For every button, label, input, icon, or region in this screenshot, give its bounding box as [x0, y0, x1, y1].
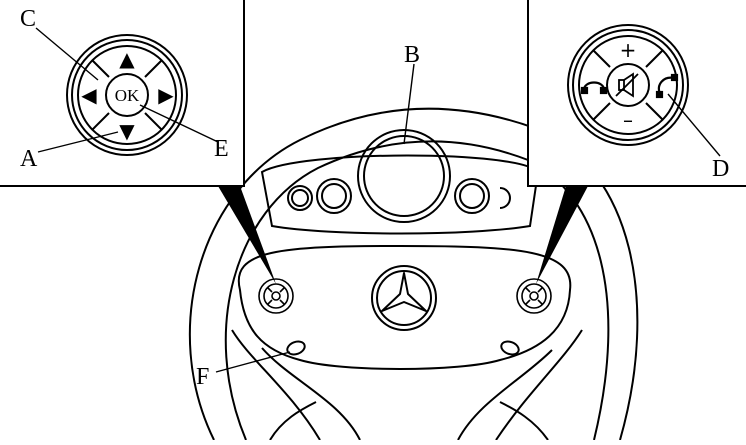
gauge-left-1-inner	[291, 189, 309, 207]
arrow-right-icon[interactable]: ▶	[158, 83, 174, 107]
callout-wedge-left	[218, 186, 276, 284]
airbag-hub	[237, 244, 572, 370]
spoke-left-lower	[269, 401, 317, 441]
gauge-left-2	[316, 178, 352, 214]
left-inset: OK ▲ ▼ ◀ ▶ C A E	[0, 0, 245, 187]
label-a: A	[20, 146, 38, 172]
cluster-housing	[260, 154, 540, 235]
leader-f	[215, 351, 291, 373]
gauge-right-1-inner	[459, 183, 485, 209]
gauge-left-1	[287, 185, 313, 211]
wheel-right-buttons[interactable]	[516, 278, 552, 314]
leader-a	[37, 131, 119, 153]
hub-button-left[interactable]	[285, 339, 306, 356]
gauge-center-outer	[357, 129, 451, 223]
arrow-down-icon[interactable]: ▼	[119, 119, 135, 143]
spoke-right-inner	[457, 349, 553, 441]
label-c: C	[20, 6, 36, 32]
leader-e	[139, 104, 219, 143]
spoke-right	[495, 329, 583, 441]
instrument-cluster	[260, 129, 540, 235]
label-d: D	[712, 156, 729, 182]
mute-icon[interactable]	[615, 72, 639, 98]
leader-d	[667, 93, 721, 157]
label-f: F	[196, 364, 209, 390]
ok-button[interactable]	[105, 73, 149, 117]
mercedes-star-logo	[371, 265, 437, 331]
volume-minus-icon[interactable]: –	[623, 108, 633, 132]
spoke-left-inner	[261, 347, 361, 441]
leader-b	[403, 63, 415, 145]
label-b: B	[404, 42, 420, 68]
gauge-right-1	[454, 178, 490, 214]
right-inset: + – D	[527, 0, 746, 187]
leader-c	[35, 27, 99, 81]
arrow-left-icon[interactable]: ◀	[81, 83, 97, 107]
callout-wedge-right	[536, 186, 588, 284]
gauge-center-inner	[363, 135, 445, 217]
gauge-right-2	[499, 187, 511, 209]
wheel-rim-outer	[188, 107, 639, 441]
accept-call-icon[interactable]	[655, 73, 679, 99]
spoke-left	[231, 329, 321, 441]
steering-wheel	[188, 107, 639, 441]
label-e: E	[214, 136, 229, 162]
gauge-left-2-inner	[321, 183, 347, 209]
arrow-up-icon[interactable]: ▲	[119, 47, 135, 71]
wheel-left-buttons[interactable]	[258, 278, 294, 314]
spoke-right-lower	[499, 401, 549, 441]
volume-plus-icon[interactable]: +	[620, 38, 637, 62]
ok-label: OK	[115, 86, 140, 105]
end-call-icon[interactable]	[580, 81, 608, 95]
hub-button-right[interactable]	[499, 339, 520, 356]
